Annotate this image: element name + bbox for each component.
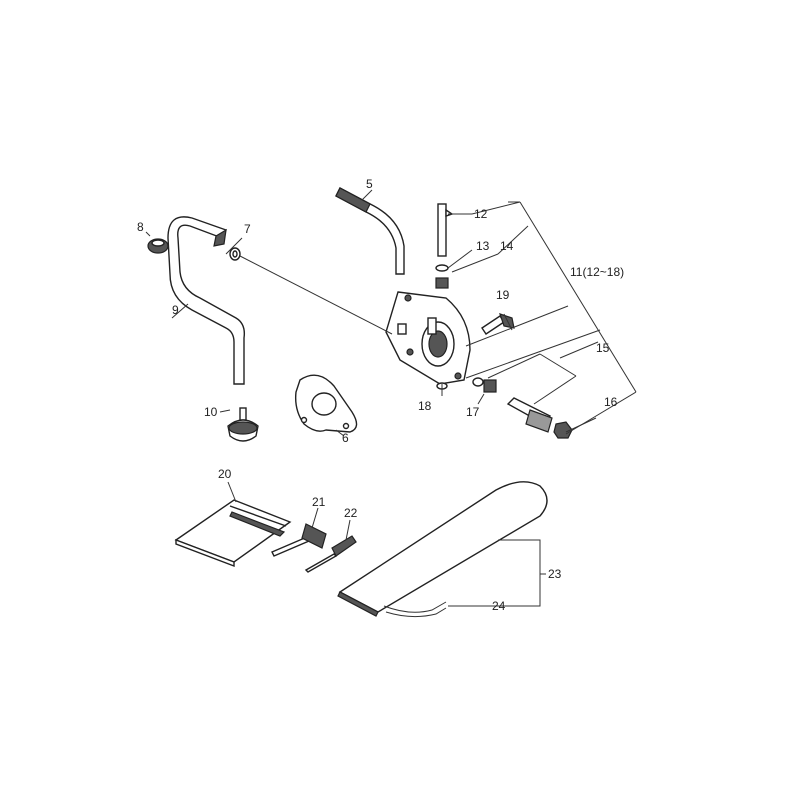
leader-22 xyxy=(345,519,351,541)
leader-19 xyxy=(503,313,513,331)
label-11: 11(12~18) xyxy=(570,265,624,279)
leader-14 xyxy=(451,253,499,273)
leader-11-12 xyxy=(471,201,521,215)
leader-15-label xyxy=(559,341,599,359)
part-oil-filter xyxy=(227,407,259,442)
leader-21 xyxy=(311,507,319,529)
part-gasket xyxy=(294,374,358,433)
label-9: 9 xyxy=(172,303,179,317)
leader-15-b xyxy=(539,353,577,377)
part-oil-hose xyxy=(167,216,246,385)
label-13: 13 xyxy=(476,239,490,253)
part-grommet xyxy=(147,238,169,254)
leader-7 xyxy=(225,237,243,255)
leader-11-nut xyxy=(565,391,637,435)
part-ring xyxy=(229,247,241,261)
label-24: 24 xyxy=(492,599,506,613)
leader-11-14 xyxy=(497,225,529,255)
part-oil-pump-body xyxy=(385,291,471,385)
leader-17 xyxy=(477,393,485,405)
part-bar-cover xyxy=(337,481,548,617)
label-12: 12 xyxy=(474,207,488,221)
label-7: 7 xyxy=(244,222,251,236)
label-6: 6 xyxy=(342,431,349,445)
leader-11-lower xyxy=(465,329,601,379)
part-plunger xyxy=(437,203,454,257)
leader-15-a xyxy=(487,353,541,379)
part-strap xyxy=(383,601,447,618)
leader-10 xyxy=(219,409,231,413)
part-manual xyxy=(174,499,292,568)
label-23: 23 xyxy=(548,567,562,581)
leader-20 xyxy=(227,481,237,503)
leader-15-c xyxy=(533,375,577,405)
label-22: 22 xyxy=(344,506,358,520)
part-wrench xyxy=(271,523,327,557)
leader-5 xyxy=(361,189,373,201)
part-spring-sleeve xyxy=(472,377,497,393)
leader-11-body xyxy=(465,305,569,347)
label-21: 21 xyxy=(312,495,326,509)
label-16: 16 xyxy=(604,395,618,409)
label-10: 10 xyxy=(204,405,218,419)
leader-9 xyxy=(171,303,189,319)
leader-23-24 xyxy=(448,539,541,607)
leader-lines xyxy=(145,189,637,607)
label-17: 17 xyxy=(466,405,480,419)
leader-hose-to-pump xyxy=(239,255,393,335)
part-hose xyxy=(335,187,405,275)
label-18: 18 xyxy=(418,399,432,413)
part-nut xyxy=(553,421,573,439)
part-spring xyxy=(435,277,449,289)
label-15: 15 xyxy=(596,341,610,355)
leader-8 xyxy=(145,231,151,237)
label-20: 20 xyxy=(218,467,232,481)
label-5: 5 xyxy=(366,177,373,191)
leader-11-bracket xyxy=(519,201,637,393)
leader-6 xyxy=(335,429,345,437)
label-19: 19 xyxy=(496,288,510,302)
leader-13 xyxy=(447,249,473,269)
label-8: 8 xyxy=(137,220,144,234)
label-14: 14 xyxy=(500,239,514,253)
part-washer xyxy=(435,264,449,272)
part-screwdriver xyxy=(304,535,357,573)
part-adjusting-screw xyxy=(506,397,553,433)
part-labels: 5 7 8 9 10 6 12 13 14 11(12~18) 19 15 16… xyxy=(137,177,624,613)
